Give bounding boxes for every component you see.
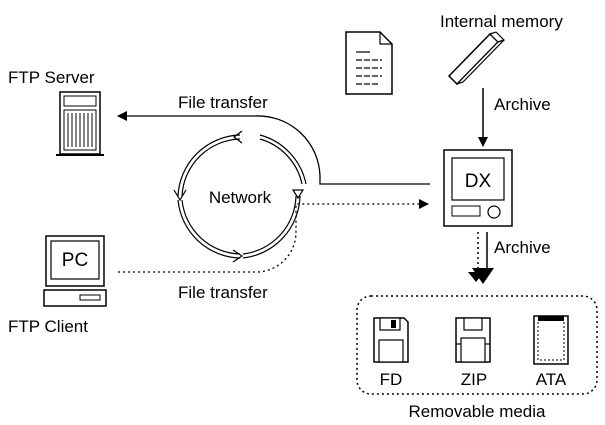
download-path (118, 199, 429, 273)
floppy-disk-icon (373, 317, 409, 363)
desktop-pc-icon (43, 235, 107, 307)
memory-stick-icon (447, 31, 506, 86)
ata-card-icon (533, 315, 569, 365)
upload-path (117, 111, 430, 185)
zip-disk-icon (455, 317, 491, 363)
dx-label: DX (465, 171, 492, 192)
pc-label: PC (62, 250, 88, 271)
archive-bottom-arrow (468, 232, 494, 284)
server-tower-icon (56, 91, 104, 156)
dx-recorder-icon (443, 149, 513, 227)
fd-label: FD (380, 370, 403, 389)
ftp-server-label: FTP Server (8, 68, 95, 87)
file-transfer-bottom-label: File transfer (178, 283, 268, 302)
ftp-client-label: FTP Client (8, 317, 88, 336)
ata-label: ATA (536, 370, 567, 389)
internal-memory-label: Internal memory (440, 12, 563, 31)
archive-bottom-label: Archive (494, 238, 551, 257)
network-label: Network (209, 188, 272, 207)
removable-media-label: Removable media (408, 402, 546, 421)
network-cycle (173, 130, 307, 263)
file-transfer-top-label: File transfer (178, 93, 268, 112)
removable-media-group (356, 295, 598, 395)
document-icon (345, 31, 393, 95)
zip-label: ZIP (461, 370, 487, 389)
archive-top-label: Archive (494, 95, 551, 114)
